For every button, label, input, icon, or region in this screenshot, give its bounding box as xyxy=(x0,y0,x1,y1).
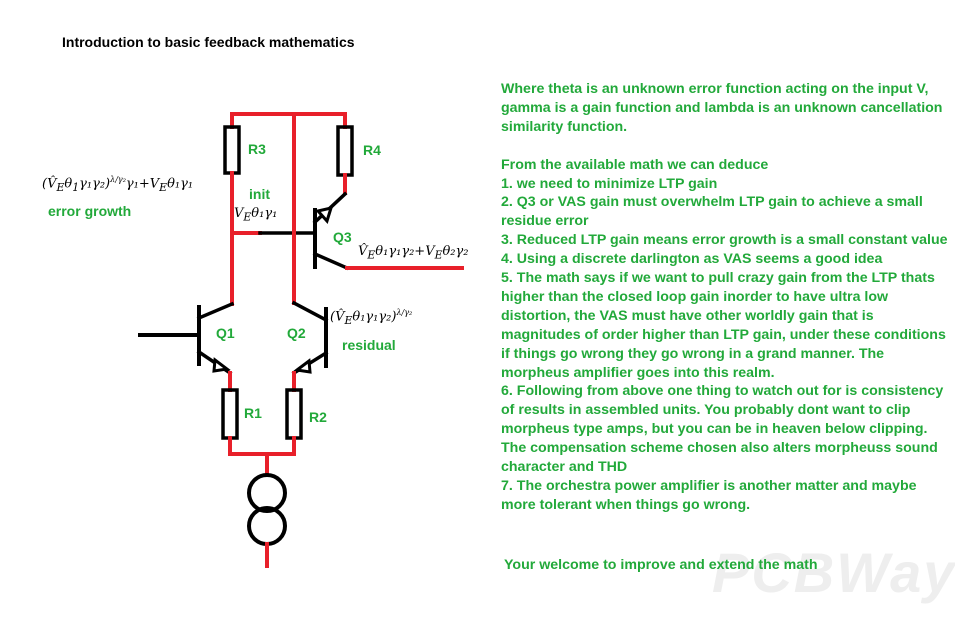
error-growth-expression: (V̂Eθ1γ₁γ₂)λ/γ₂γ₁+VEθ₁γ₁ xyxy=(42,175,194,194)
r1-resistor xyxy=(221,388,239,440)
notes-item: 4. Using a discrete darlington as VAS se… xyxy=(501,251,883,268)
explanation-notes: Where theta is an unknown error function… xyxy=(501,80,951,515)
q3-output-expression: V̂Eθ₁γ₁γ₂+VEθ₂γ₂ xyxy=(358,244,469,262)
notes-item: 3. Reduced LTP gain means error growth i… xyxy=(501,232,948,249)
r1-label: R1 xyxy=(244,405,262,421)
q2-label: Q2 xyxy=(287,325,306,341)
q1-emitter-arrow xyxy=(212,357,231,373)
notes-intro: Where theta is an unknown error function… xyxy=(501,81,943,135)
q3-emitter-arrow xyxy=(315,205,334,224)
page-title: Introduction to basic feedback mathemati… xyxy=(62,34,355,50)
r3-resistor xyxy=(223,125,241,175)
r3-label: R3 xyxy=(248,141,266,157)
q2-emitter-arrow xyxy=(293,358,312,374)
notes-item: 1. we need to minimize LTP gain xyxy=(501,175,718,192)
r4-label: R4 xyxy=(363,142,381,158)
residual-label: residual xyxy=(342,337,396,353)
notes-item: 7. The orchestra power amplifier is anot… xyxy=(501,478,917,513)
q3-collector xyxy=(312,251,350,271)
error-growth-label: error growth xyxy=(48,203,132,219)
init-expression: VEθ₁γ₁ xyxy=(234,206,278,224)
r2-label: R2 xyxy=(309,409,327,425)
notes-deduce: From the available math we can deduce xyxy=(501,156,769,173)
watermark: PCBWay xyxy=(712,541,955,604)
residual-expression: (V̂Eθ₁γ₁γ₂)λ/γ₂ xyxy=(330,308,413,327)
q1-collector xyxy=(196,301,235,321)
notes-footer: Your welcome to improve and extend the m… xyxy=(504,557,818,573)
current-source-upper-circle xyxy=(247,473,287,513)
q1-label: Q1 xyxy=(216,325,235,341)
q2-base-wire xyxy=(291,300,329,323)
init-label: init xyxy=(249,186,270,202)
notes-item: 2. Q3 or VAS gain must overwhelm LTP gai… xyxy=(501,194,923,230)
notes-item: 6. Following from above one thing to wat… xyxy=(501,383,944,476)
q3-label: Q3 xyxy=(333,229,352,245)
notes-item: 5. The math says if we want to pull craz… xyxy=(501,270,946,381)
r2-resistor xyxy=(285,388,303,440)
r4-resistor xyxy=(336,125,354,177)
current-source-lower-circle xyxy=(247,506,287,546)
